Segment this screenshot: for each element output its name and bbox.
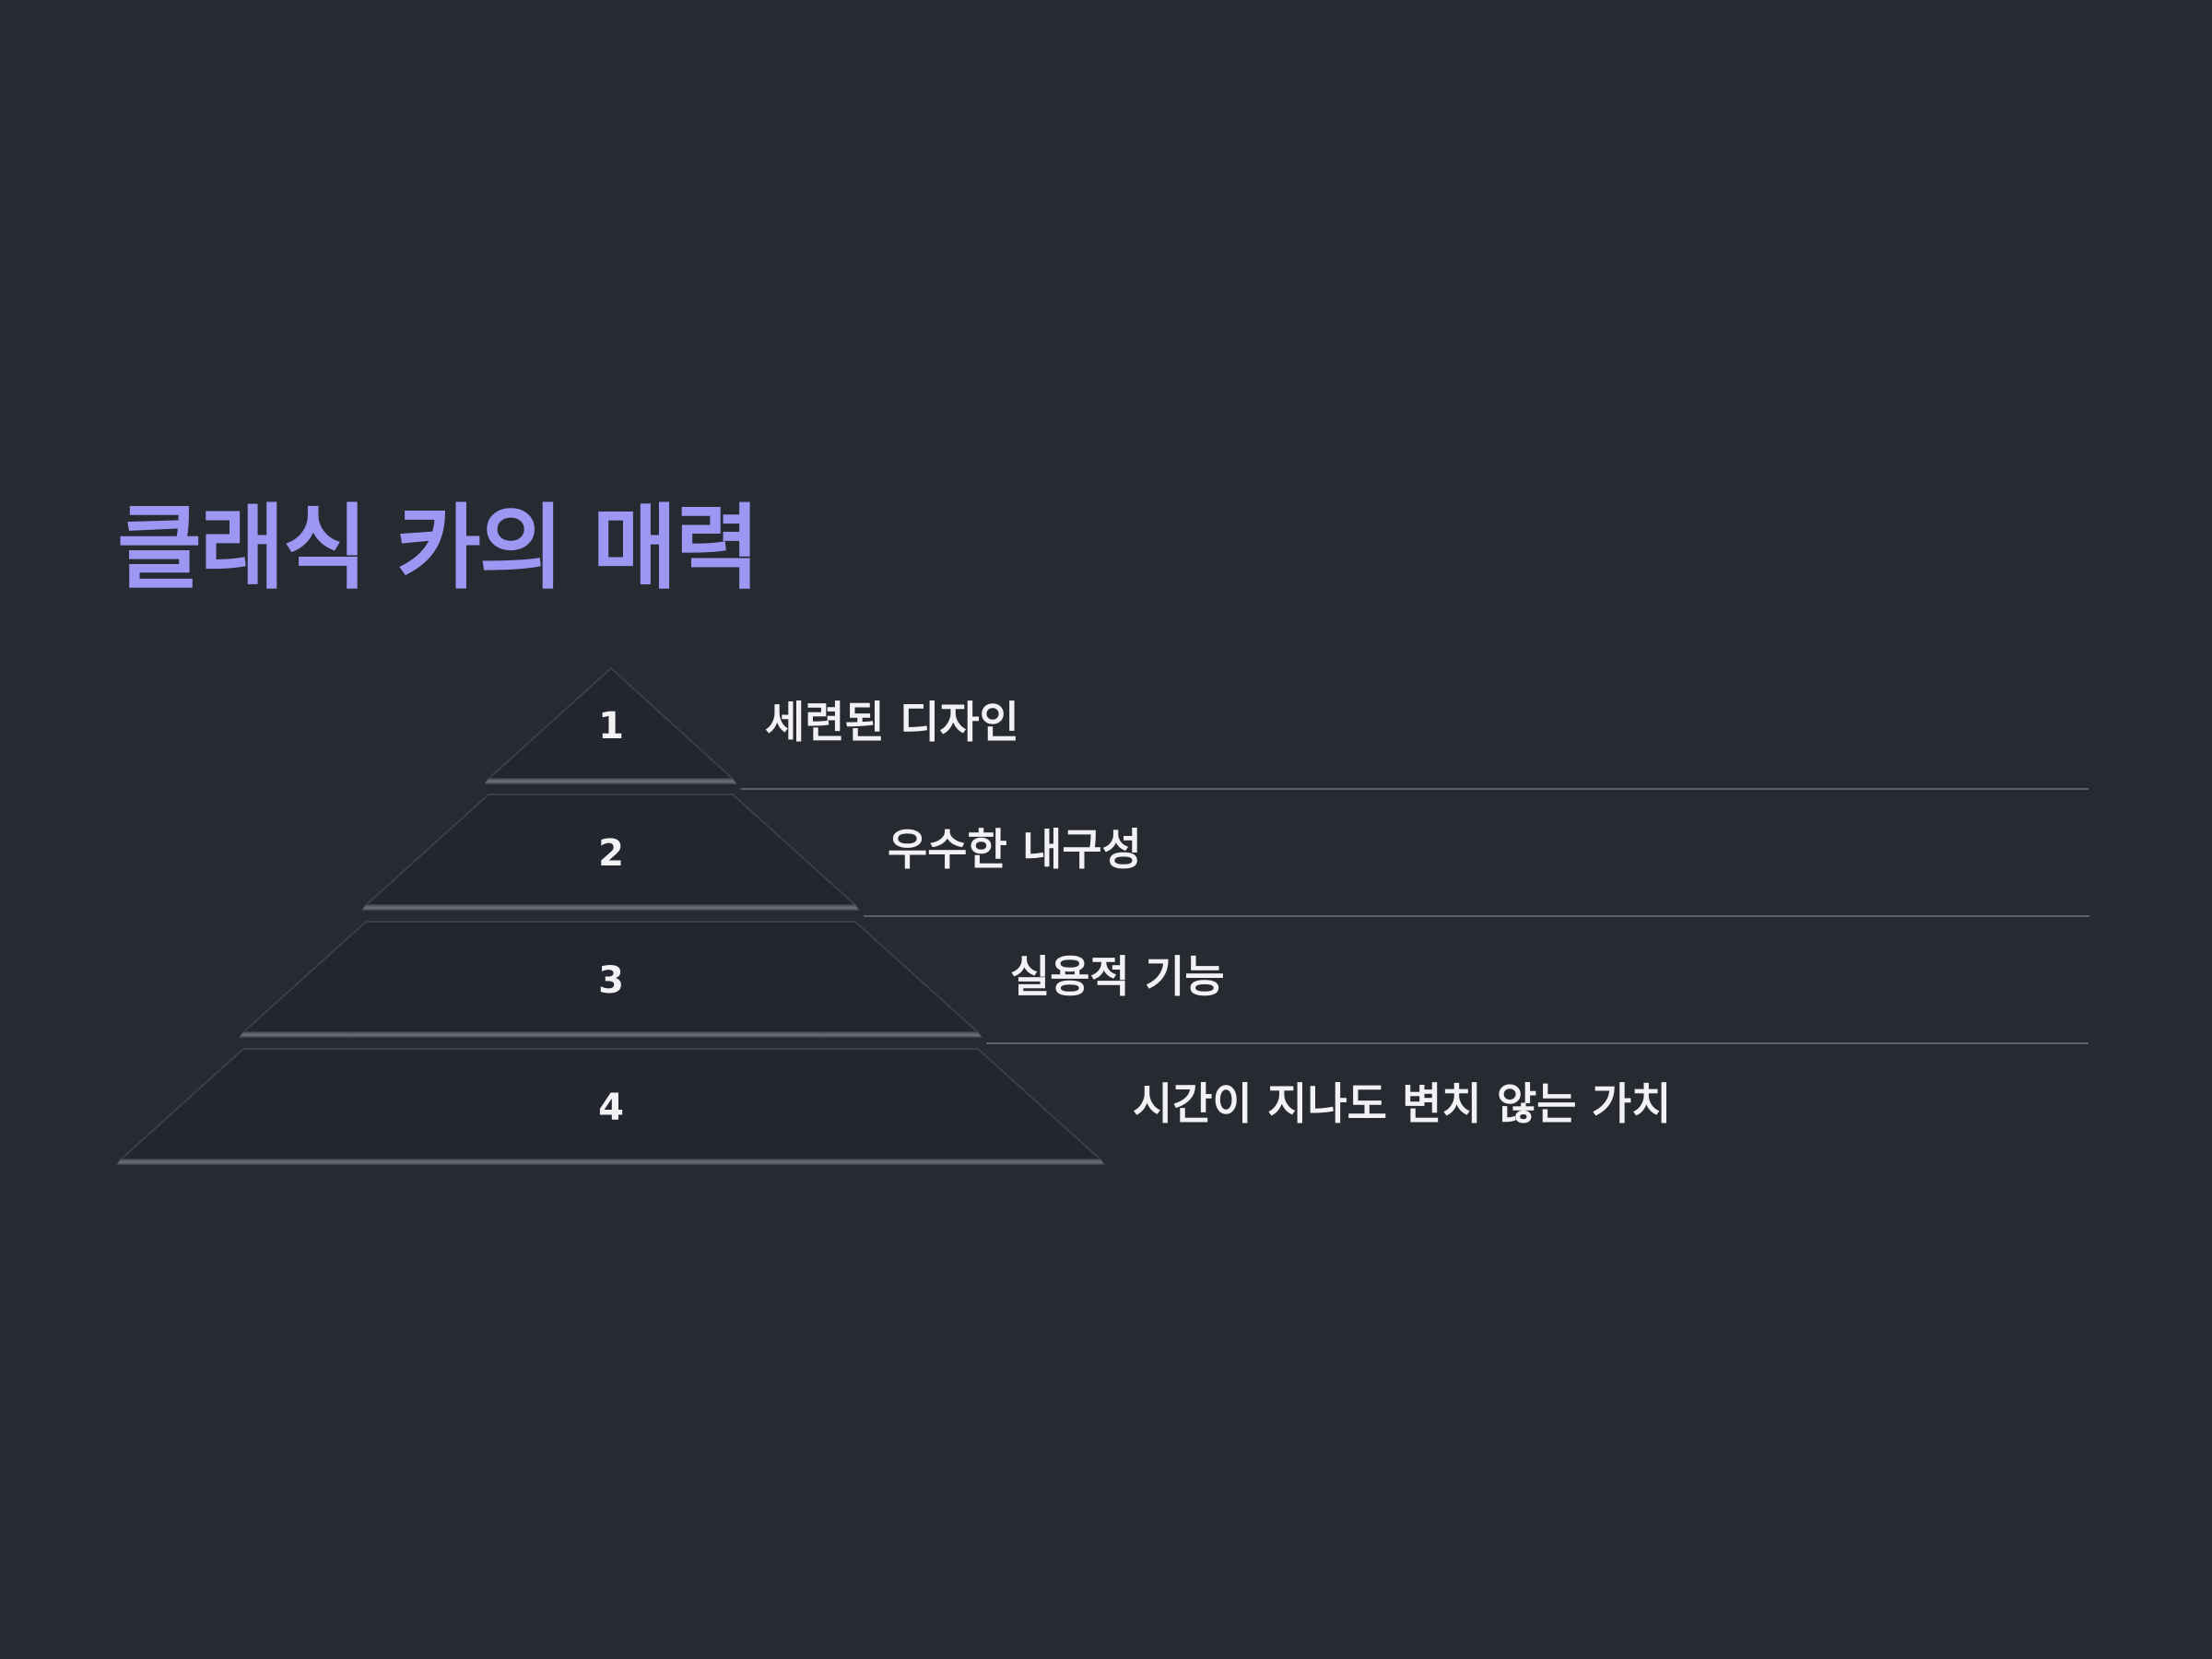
tier-number: 4 bbox=[598, 1087, 624, 1129]
pyramid-tier-2: 2 bbox=[361, 794, 860, 911]
divider-line bbox=[986, 1042, 2088, 1044]
tier-number: 2 bbox=[598, 832, 624, 875]
pyramid-tier-1: 1 bbox=[484, 666, 737, 784]
tier-label-1: 세련된 디자인 bbox=[765, 698, 1019, 748]
pyramid-tier-3: 3 bbox=[239, 921, 982, 1038]
slide-title: 클래식 카의 매력 bbox=[117, 494, 760, 602]
tier-label-2: 우수한 내구성 bbox=[888, 825, 1142, 876]
tier-label-3: 실용적 기능 bbox=[1010, 952, 1225, 1003]
tier-label-4: 시간이 지나도 변치 않는 가치 bbox=[1133, 1079, 1672, 1130]
tier-number: 3 bbox=[598, 959, 624, 1002]
divider-line bbox=[741, 788, 2088, 790]
tier-number: 1 bbox=[598, 705, 624, 747]
divider-line bbox=[864, 915, 2089, 917]
pyramid-tier-4: 4 bbox=[116, 1048, 1105, 1165]
